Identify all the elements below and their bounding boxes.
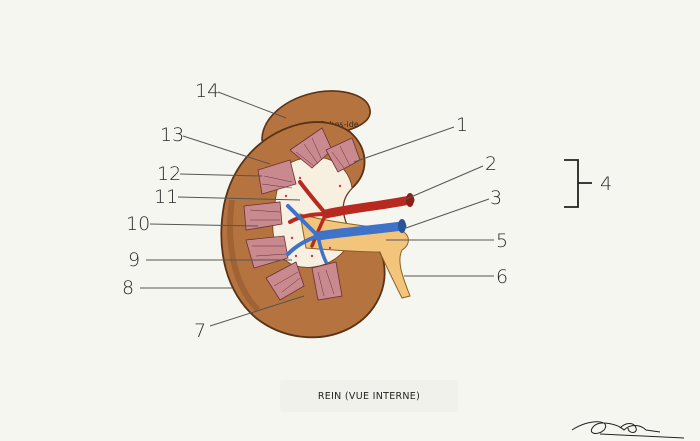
pyramid-mid-left [243,201,283,231]
label-12: 12 [157,163,181,185]
pyramid-bottom [311,261,343,301]
caption-box: REIN (VUE INTERNE) [280,380,458,412]
label-2: 2 [485,153,497,175]
label-8: 8 [122,277,134,299]
label-3: 3 [490,187,502,209]
label-4: 4 [600,173,612,195]
label-11: 11 [154,186,178,208]
sinus-fat-dots [284,176,342,258]
leader-lines [140,91,494,327]
renal-vein [286,204,407,264]
label-6: 6 [496,266,508,288]
label-14: 14 [195,80,219,102]
vein-end [398,219,406,233]
renal-pyramids [243,127,361,301]
watermark-text: fiches-ide [320,120,359,129]
pyramid-upper-left [257,159,297,195]
artist-signature [571,421,685,439]
label-9: 9 [128,249,140,271]
label-5: 5 [496,230,508,252]
artery-end [406,193,414,207]
diagram-caption: REIN (VUE INTERNE) [317,390,421,402]
pyramid-striations [249,137,351,297]
label-1: 1 [456,114,468,136]
renal-artery [288,180,415,248]
label-13: 13 [160,124,184,146]
pyramid-bottom-left [265,261,305,301]
label-10: 10 [126,213,150,235]
label-7: 7 [194,320,206,342]
bracket-4 [564,159,592,208]
renal-capsule [227,199,261,313]
